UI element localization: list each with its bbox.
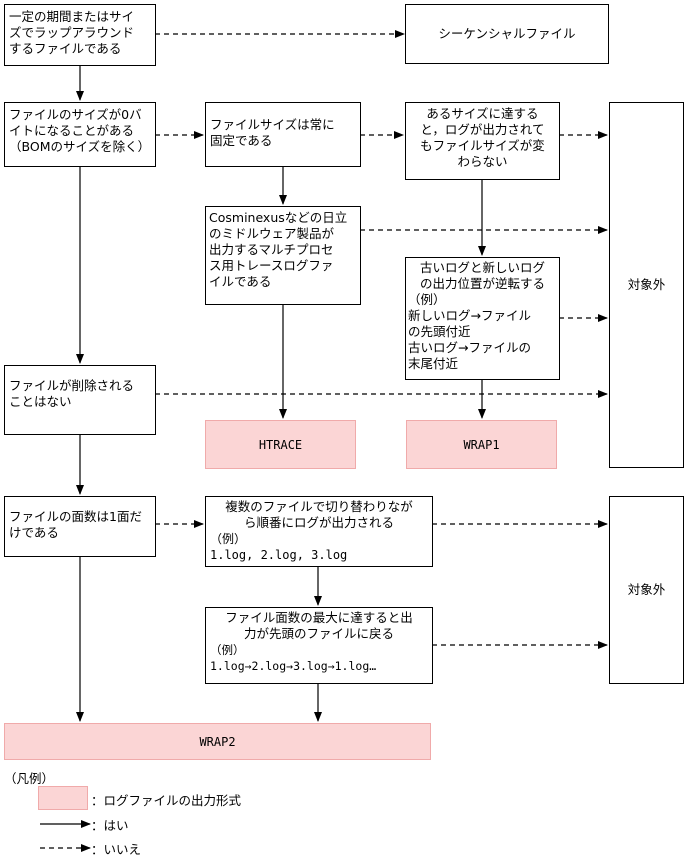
result-sequential-file: シーケンシャルファイル (405, 4, 609, 64)
question-size-unchanged: あるサイズに達する と，ログが出力されて もファイルサイズが変 わらない (405, 102, 560, 180)
question-fixed-size-text: ファイルサイズは常に 固定である (210, 117, 335, 148)
question-max-files-example: （例） 1.log→2.log→3.log→1.log… (210, 643, 377, 673)
question-single-file: ファイルの面数は1面だ けである (4, 496, 156, 557)
question-position-reversed-title: 古いログと新しいログ の出力位置が逆転する (419, 260, 545, 291)
format-wrap1: WRAP1 (406, 420, 557, 469)
legend-title: （凡例） (4, 771, 55, 786)
question-multiple-files-switching: 複数のファイルで切り替わりなが ら順番にログが出力される （例） 1.log, … (205, 496, 433, 567)
question-size-unchanged-text: あるサイズに達する と，ログが出力されて もファイルサイズが変 わらない (420, 106, 545, 169)
result-out-of-scope-2: 対象外 (609, 496, 684, 684)
format-htrace: HTRACE (205, 420, 356, 469)
question-periodic-wraparound-text: 一定の期間またはサイ ズでラップアラウンド するファイルである (9, 9, 135, 56)
result-out-of-scope-1-text: 対象外 (627, 277, 666, 292)
result-out-of-scope-1: 対象外 (609, 102, 684, 468)
legend-format-label: ：ログファイルの出力形式 (91, 793, 242, 808)
question-periodic-wraparound: 一定の期間またはサイ ズでラップアラウンド するファイルである (4, 4, 156, 66)
format-wrap1-text: WRAP1 (463, 437, 500, 452)
question-single-file-text: ファイルの面数は1面だ けである (9, 509, 142, 540)
result-out-of-scope-2-text: 対象外 (627, 582, 666, 597)
format-htrace-text: HTRACE (258, 437, 303, 452)
result-sequential-file-text: シーケンシャルファイル (438, 26, 576, 41)
question-cosminexus-trace: Cosminexusなどの日立 のミドルウェア製品が 出力するマルチプロセ ス用… (205, 206, 361, 305)
question-multiple-files-example: （例） 1.log, 2.log, 3.log (210, 532, 348, 562)
question-size-zero: ファイルのサイズが0バ イトになることがある （BOMのサイズを除く） (4, 102, 156, 167)
legend-format-swatch (38, 786, 88, 810)
question-fixed-size: ファイルサイズは常に 固定である (205, 102, 361, 167)
question-max-files-wrap: ファイル面数の最大に達すると出 力が先頭のファイルに戻る （例） 1.log→2… (205, 607, 433, 684)
question-multiple-files-title: 複数のファイルで切り替わりなが ら順番にログが出力される (225, 499, 413, 530)
question-size-zero-text: ファイルのサイズが0バ イトになることがある （BOMのサイズを除く） (9, 107, 151, 154)
question-not-deleted: ファイルが削除される ことはない (4, 365, 156, 435)
question-position-reversed-example: （例） 新しいログ→ファイル の先頭付近 古いログ→ファイルの 末尾付近 (408, 292, 531, 371)
question-max-files-title: ファイル面数の最大に達すると出 力が先頭のファイルに戻る (225, 610, 413, 641)
format-wrap2-text: WRAP2 (199, 734, 236, 749)
question-cosminexus-trace-text: Cosminexusなどの日立 のミドルウェア製品が 出力するマルチプロセ ス用… (209, 210, 348, 289)
legend-yes-label: ：はい (91, 818, 129, 833)
question-not-deleted-text: ファイルが削除される ことはない (9, 378, 135, 409)
format-wrap2: WRAP2 (4, 723, 431, 760)
legend-no-label: ：いいえ (91, 842, 142, 857)
question-position-reversed: 古いログと新しいログ の出力位置が逆転する （例） 新しいログ→ファイル の先頭… (405, 257, 560, 380)
